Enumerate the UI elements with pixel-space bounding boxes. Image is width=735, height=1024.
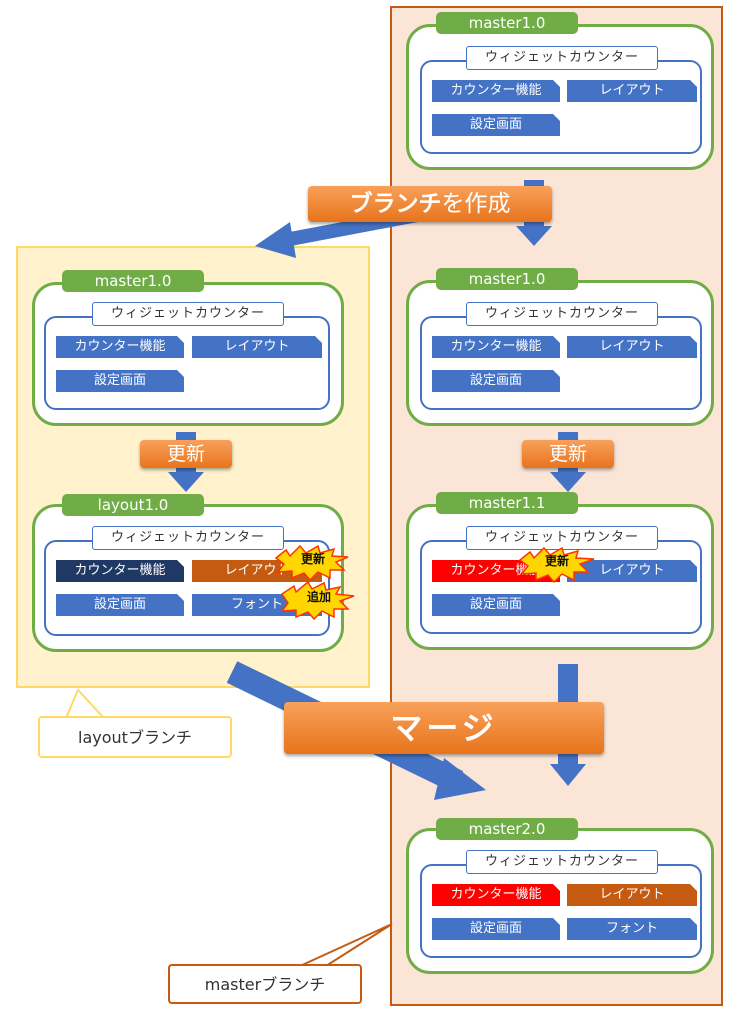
widget-title: ウィジェットカウンター xyxy=(92,526,284,550)
version-tag: master2.0 xyxy=(436,818,578,840)
master-arrow-down-1-head xyxy=(516,226,552,246)
burst-update-master-shape xyxy=(518,546,595,584)
master-arrow-down-3-head xyxy=(550,764,586,786)
component-layout: レイアウト xyxy=(567,80,697,102)
component-settings: 設定画面 xyxy=(432,594,560,616)
component-counter-updated: カウンター機能 xyxy=(432,884,560,906)
layout-callout-pointer xyxy=(65,688,105,719)
burst-add-layout: 追加 xyxy=(306,590,331,604)
component-counter: カウンター機能 xyxy=(432,80,560,102)
update-label-layout: 更新 xyxy=(140,440,232,468)
component-settings: 設定画面 xyxy=(432,114,560,136)
component-layout: レイアウト xyxy=(567,560,697,582)
widget-title: ウィジェットカウンター xyxy=(466,46,658,70)
component-counter: カウンター機能 xyxy=(432,336,560,358)
component-settings: 設定画面 xyxy=(432,370,560,392)
master-branch-callout: masterブランチ xyxy=(168,964,362,1004)
version-tag: layout1.0 xyxy=(62,494,204,516)
create-branch-label: ブランチを作成 xyxy=(308,186,552,222)
version-tag: master1.1 xyxy=(436,492,578,514)
burst-update-layout-shape xyxy=(274,544,349,582)
master-callout-pointer xyxy=(299,923,393,967)
component-settings: 設定画面 xyxy=(432,918,560,940)
component-layout: レイアウト xyxy=(192,336,322,358)
version-tag: master1.0 xyxy=(436,268,578,290)
layout-branch-callout: layoutブランチ xyxy=(38,716,232,758)
widget-title: ウィジェットカウンター xyxy=(466,526,658,550)
branch-arrow-left-head xyxy=(255,222,296,258)
component-layout-updated: レイアウト xyxy=(567,884,697,906)
widget-title: ウィジェットカウンター xyxy=(92,302,284,326)
version-tag: master1.0 xyxy=(436,12,578,34)
create-branch-label-rest: を作成 xyxy=(441,191,511,217)
update-label-master: 更新 xyxy=(522,440,614,468)
merge-label: マージ xyxy=(284,702,604,754)
component-layout: レイアウト xyxy=(567,336,697,358)
layout-arrow-down-head xyxy=(168,472,204,492)
widget-title: ウィジェットカウンター xyxy=(466,302,658,326)
burst-update-layout: 更新 xyxy=(300,552,325,566)
master-arrow-down-2-head xyxy=(550,472,586,492)
component-counter: カウンター機能 xyxy=(56,560,184,582)
burst-add-layout-shape xyxy=(280,580,355,621)
component-settings: 設定画面 xyxy=(56,594,184,616)
burst-update-master: 更新 xyxy=(544,554,569,568)
merge-arrow-diagonal-head xyxy=(434,758,486,800)
widget-title: ウィジェットカウンター xyxy=(466,850,658,874)
create-branch-label-bold: ブランチ xyxy=(349,191,442,217)
widget-box xyxy=(420,60,702,154)
component-font: フォント xyxy=(567,918,697,940)
widget-box xyxy=(420,316,702,410)
version-tag: master1.0 xyxy=(62,270,204,292)
component-settings: 設定画面 xyxy=(56,370,184,392)
component-counter: カウンター機能 xyxy=(56,336,184,358)
